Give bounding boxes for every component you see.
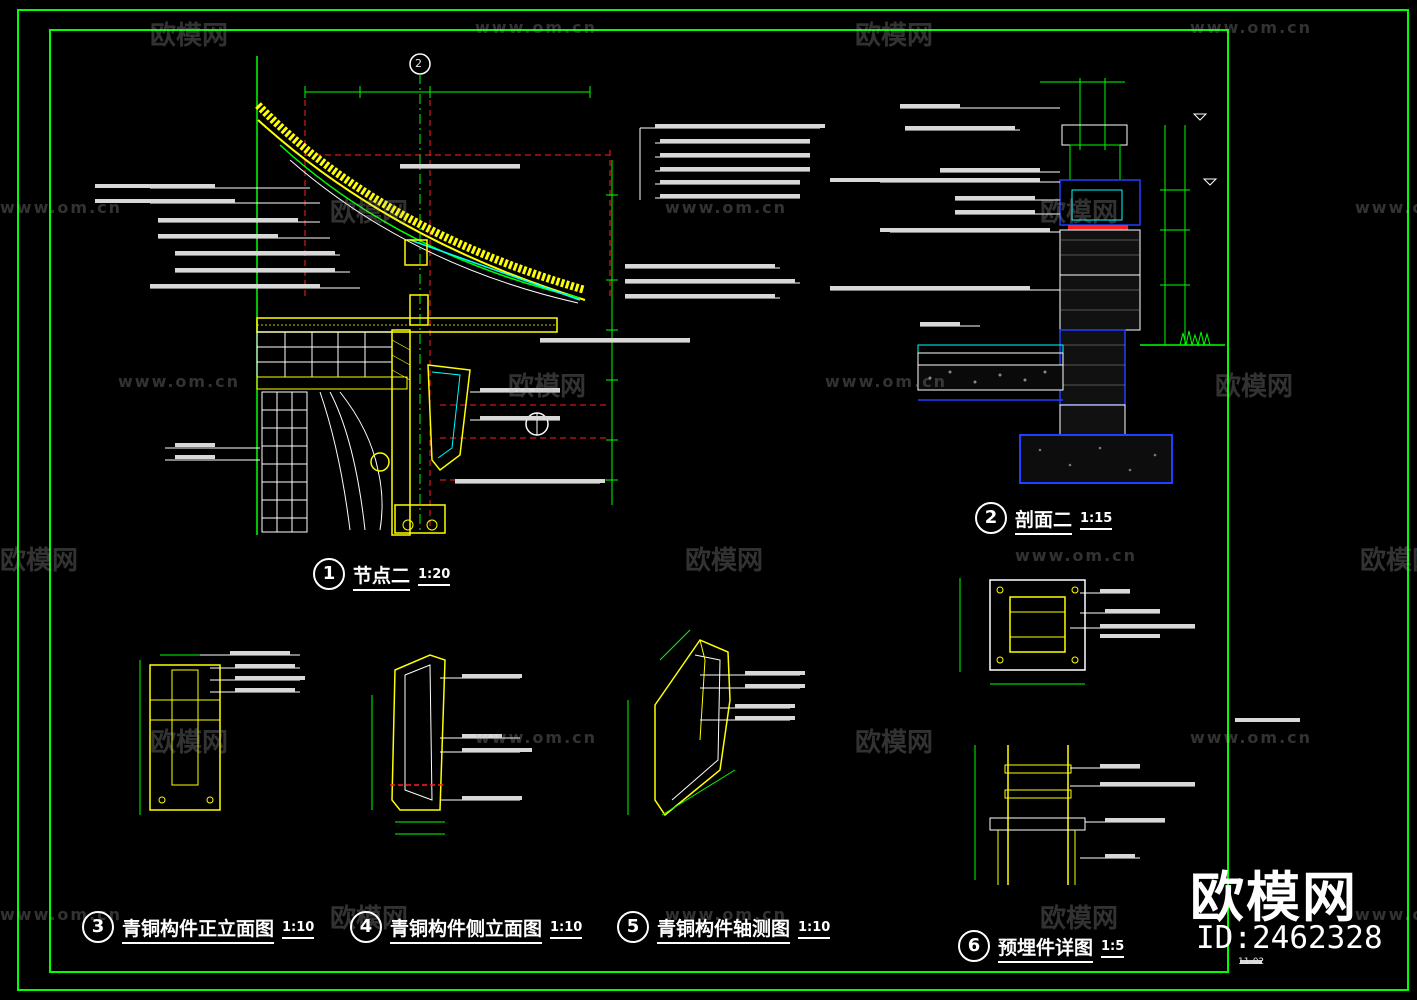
view-name-3: 青铜构件正立面图: [122, 917, 275, 944]
view-name-4: 青铜构件侧立面图: [390, 917, 543, 944]
view-number-1: 1: [313, 558, 345, 590]
view-name-2: 剖面二: [1015, 508, 1073, 535]
watermark-url: www.om.cn: [118, 372, 241, 391]
view-title-5: 5 青铜构件轴测图 1:10: [617, 911, 831, 944]
view-6-embedded-part: [959, 578, 1300, 964]
watermark-url: www.om.cn: [825, 372, 948, 391]
watermark-brand: 欧模网: [1040, 904, 1119, 934]
watermark-brand: 欧模网: [508, 372, 587, 402]
watermark-brand: 欧模网: [330, 198, 409, 228]
view-5-axonometric: [627, 629, 805, 817]
model-id: ID:2462328: [1196, 920, 1383, 956]
view-2-section: [830, 78, 1225, 484]
view-scale-1: 1:20: [418, 566, 451, 586]
view-number-5: 5: [617, 911, 649, 943]
outer-frame: [17, 9, 1409, 991]
view-number-4: 4: [350, 911, 382, 943]
view-number-6: 6: [958, 930, 990, 962]
view-title-2: 2 剖面二 1:15: [975, 502, 1113, 535]
sheet-code: 11-02: [1238, 957, 1265, 967]
watermark-brand: 欧模网: [150, 21, 229, 51]
view-name-1: 节点二: [353, 564, 411, 591]
watermark-brand: 欧模网: [1040, 198, 1119, 228]
view-1-node-detail: [95, 53, 825, 536]
watermark-brand: 欧模网: [1215, 372, 1294, 402]
watermark-brand: 欧模网: [855, 728, 934, 758]
view-number-2: 2: [975, 502, 1007, 534]
watermark-brand: 欧模网: [0, 546, 79, 576]
view-scale-6: 1:5: [1101, 938, 1125, 958]
watermark-brand: 欧模网: [685, 546, 764, 576]
watermark-url: www.om.cn: [475, 728, 598, 747]
watermark-url: www.om.cn: [665, 198, 788, 217]
view-scale-5: 1:10: [798, 919, 831, 939]
view-number-3: 3: [82, 911, 114, 943]
watermark-url: www.om.cn: [665, 905, 788, 924]
view-name-6: 预埋件详图: [998, 936, 1094, 963]
view-title-3: 3 青铜构件正立面图 1:10: [82, 911, 315, 944]
watermark-url: www.om.cn: [1190, 728, 1313, 747]
view-3-front-elevation: [139, 651, 305, 815]
watermark-brand: 欧模网: [150, 728, 229, 758]
view-scale-4: 1:10: [550, 919, 583, 939]
view-title-4: 4 青铜构件侧立面图 1:10: [350, 911, 583, 944]
watermark-brand: 欧模网: [1360, 546, 1417, 576]
watermark-url: www.om.cn: [1015, 546, 1138, 565]
watermark-url: www.om.cn: [1355, 198, 1417, 217]
view-scale-3: 1:10: [282, 919, 315, 939]
watermark-url: www.om.cn: [1190, 18, 1313, 37]
axis-marker-label: 2: [415, 57, 422, 70]
view-name-5: 青铜构件轴测图: [657, 917, 791, 944]
watermark-url: www.om.cn: [1355, 905, 1417, 924]
inner-frame: [49, 29, 1229, 973]
watermark-brand: 欧模网: [855, 21, 934, 51]
watermark-url: www.om.cn: [0, 198, 123, 217]
view-scale-2: 1:15: [1080, 510, 1113, 530]
brand-logo-text: 欧模网: [1190, 866, 1358, 929]
view-title-1: 1 节点二 1:20: [313, 558, 451, 591]
view-title-6: 6 预埋件详图 1:5: [958, 930, 1125, 963]
watermark-url: www.om.cn: [475, 18, 598, 37]
view-4-side-elevation: [371, 654, 532, 835]
